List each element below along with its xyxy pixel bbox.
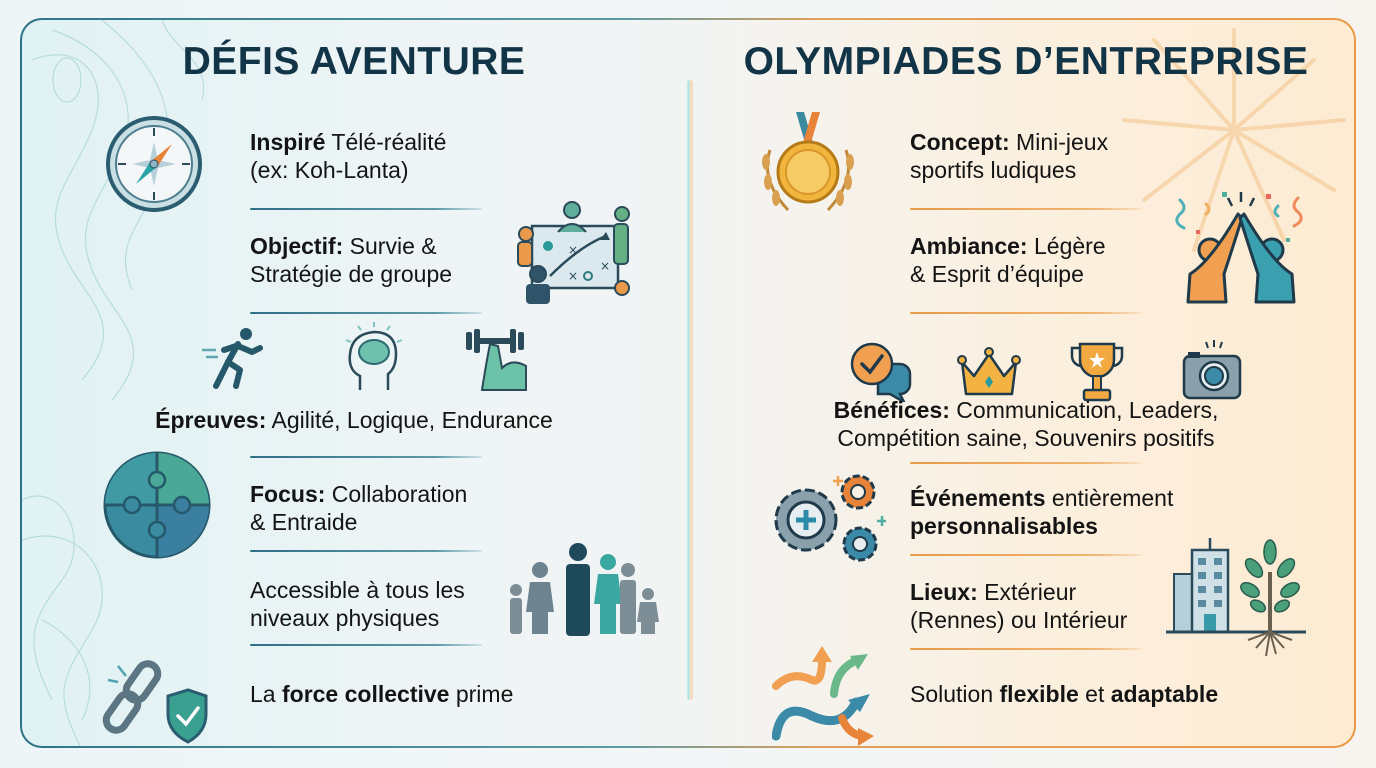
team-strategy-icon: × × × [517, 201, 630, 304]
camera-icon [1182, 340, 1242, 400]
svg-text:×: × [600, 259, 610, 273]
right-separator-4 [910, 554, 1142, 556]
right-item-5-text: Lieux: Extérieur (Rennes) ou Intérieur [910, 579, 1128, 633]
right-item-6-text: Solution flexible et adaptable [910, 681, 1219, 707]
left-panel-title: DÉFIS AVENTURE [182, 40, 526, 83]
left-item-2-text: Objectif: Survie & Stratégie de groupe [250, 233, 453, 287]
right-item-1-text: Concept: Mini-jeux sportifs ludiques [910, 129, 1109, 183]
left-item-3-text: Épreuves: Agilité, Logique, Endurance [155, 407, 553, 433]
puzzle-icon [103, 451, 211, 559]
running-icon [202, 328, 263, 389]
infographic-frame: DÉFIS AVENTURE Inspiré Télé-réalité (ex:… [20, 18, 1356, 748]
left-separator-4 [250, 550, 482, 552]
gears-icon [774, 474, 886, 562]
left-item-6-text: La force collective prime [250, 681, 514, 707]
right-separator-5 [910, 648, 1142, 650]
left-separator-2 [250, 312, 482, 314]
building-tree-icon [1166, 538, 1306, 657]
left-item-4-text: Focus: Collaboration & Entraide [250, 481, 468, 535]
people-group-icon [510, 543, 659, 636]
right-item-3-text: Bénéfices: Communication, Leaders, Compé… [833, 397, 1219, 451]
svg-text:×: × [568, 243, 578, 257]
right-separator-3 [910, 462, 1142, 464]
sunburst-decoration [1122, 28, 1346, 252]
left-item-5-text: Accessible à tous les niveaux physiques [250, 577, 465, 631]
compass-icon [106, 116, 202, 212]
right-item-4-text: Événements entièrement personnalisables [910, 485, 1174, 539]
medal-icon [762, 112, 854, 212]
trophy-icon [1070, 342, 1124, 402]
right-separator-2 [910, 312, 1142, 314]
flexible-arrows-icon [772, 646, 874, 746]
brain-icon [345, 322, 403, 390]
right-separator-1 [910, 208, 1142, 210]
right-panel-title: OLYMPIADES D’ENTREPRISE [743, 40, 1309, 83]
left-separator-1 [250, 208, 482, 210]
svg-text:×: × [568, 269, 578, 283]
left-separator-5 [250, 644, 482, 646]
strength-icon [466, 329, 527, 391]
crown-icon [957, 347, 1021, 396]
right-item-2-text: Ambiance: Légère & Esprit d’équipe [910, 233, 1106, 287]
left-separator-3 [250, 456, 482, 458]
center-divider [686, 80, 694, 700]
chain-shield-icon [102, 660, 208, 744]
left-item-1-text: Inspiré Télé-réalité (ex: Koh-Lanta) [250, 129, 447, 183]
high-five-icon [1175, 192, 1303, 304]
chat-check-icon [850, 342, 912, 402]
